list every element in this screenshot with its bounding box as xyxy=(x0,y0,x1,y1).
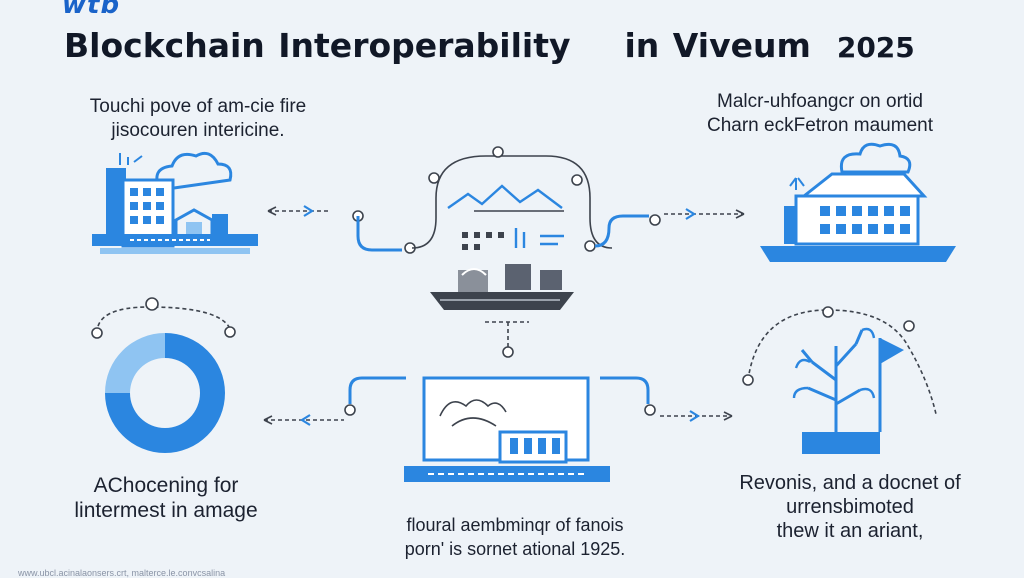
connector-center xyxy=(485,321,529,348)
caption-bottom-right: Revonis, and a docnet of urrensbimoted t… xyxy=(739,472,961,542)
connector-bottom-right xyxy=(600,376,733,422)
factory-icon xyxy=(92,151,258,254)
title-main: Blockchain Interoperability xyxy=(64,26,571,65)
caption-top-right: Malcr-uhfoangcr on ortid Charn eckFetron… xyxy=(707,91,933,136)
brand-logo: wtb xyxy=(62,0,121,20)
connector-right xyxy=(594,208,745,248)
tree-icon xyxy=(742,306,937,454)
source-url: www.ubcl.acinalaonsers.crt, malterce.le.… xyxy=(18,568,226,578)
mountain-chart-icon xyxy=(447,184,564,250)
monitor-icon xyxy=(404,376,610,482)
house-icon xyxy=(760,142,956,262)
caption-bottom-left: AChocening for lintermest in amage xyxy=(74,474,258,522)
caption-bottom-middle: floural aembminqr of fanois porn' is sor… xyxy=(404,515,626,559)
flag-icon xyxy=(878,338,904,432)
connector-left xyxy=(267,146,613,254)
title-suffix: in Viveum xyxy=(624,26,811,65)
ship-icon xyxy=(430,264,574,310)
title-year: 2025 xyxy=(836,31,915,64)
donut-chart-icon xyxy=(91,297,236,453)
connector-bottom-left xyxy=(263,376,406,426)
caption-top-left: Touchi pove of am-cie fire jisocouren in… xyxy=(89,96,307,141)
page-title: Blockchain Interoperability in Viveum 202… xyxy=(64,26,915,65)
